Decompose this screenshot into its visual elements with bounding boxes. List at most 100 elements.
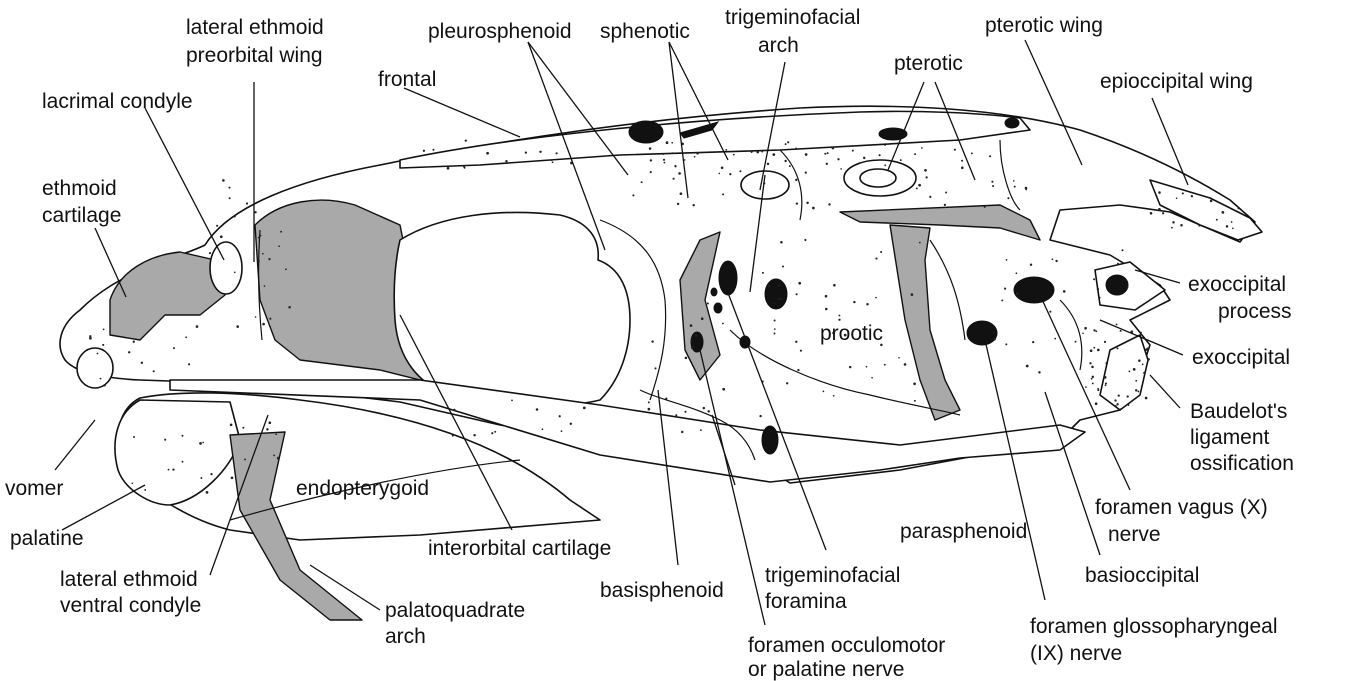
stipple-dot — [648, 401, 650, 403]
stipple-dot — [795, 148, 797, 150]
stipple-dot — [832, 147, 835, 150]
stipple-dot — [1222, 211, 1225, 214]
stipple-dot — [1006, 259, 1008, 261]
stipple-dot — [182, 461, 184, 463]
stipple-dot — [674, 165, 676, 167]
stipple-dot — [222, 179, 225, 182]
stipple-dot — [780, 241, 783, 244]
stipple-dot — [266, 428, 268, 430]
stipple-dot — [494, 431, 496, 433]
stipple-dot — [1097, 389, 1099, 391]
stipple-dot — [690, 324, 693, 327]
stipple-dot — [1013, 180, 1015, 182]
stipple-dot — [671, 152, 673, 154]
stipple-dot — [1117, 263, 1119, 265]
stipple-dot — [1075, 341, 1077, 343]
stipple-dot — [762, 272, 764, 274]
label-lateral-ethmoid-ventral-line2: ventral condyle — [60, 594, 201, 617]
stipple-dot — [452, 435, 454, 437]
stipple-dot — [278, 245, 280, 247]
stipple-dot — [1016, 272, 1018, 274]
stipple-dot — [220, 235, 223, 238]
stipple-dot — [285, 268, 287, 270]
label-lacrimal-condyle: lacrimal condyle — [42, 90, 193, 113]
stipple-dot — [916, 187, 918, 189]
label-foramen-vagus-line1: foramen vagus (X) — [1095, 496, 1268, 519]
stipple-dot — [1104, 376, 1107, 379]
stipple-dot — [880, 251, 882, 253]
stipple-dot — [884, 144, 886, 146]
stipple-dot — [1180, 224, 1183, 227]
stipple-dot — [666, 141, 669, 144]
stipple-dot — [551, 159, 553, 161]
stipple-dot — [1127, 286, 1129, 288]
stipple-dot — [1032, 341, 1034, 343]
stipple-dot — [694, 156, 696, 158]
stipple-dot — [671, 142, 673, 144]
label-baudelots-line3: ossification — [1190, 452, 1294, 475]
stipple-dot — [662, 153, 664, 155]
stipple-dot — [104, 384, 106, 386]
stipple-dot — [280, 231, 282, 233]
stipple-dot — [804, 239, 806, 241]
stipple-dot — [89, 337, 92, 340]
stipple-dot — [879, 154, 881, 156]
stipple-dot — [1142, 364, 1144, 366]
stipple-dot — [1127, 395, 1129, 397]
label-palatine: palatine — [10, 527, 84, 550]
stipple-dot — [464, 167, 466, 169]
stipple-dot — [913, 382, 916, 385]
stipple-dot — [1105, 382, 1107, 384]
stipple-dot — [838, 319, 840, 321]
stipple-dot — [1137, 390, 1139, 392]
stipple-dot — [701, 317, 704, 320]
stipple-dot — [703, 407, 705, 409]
stipple-dot — [229, 197, 231, 199]
stipple-dot — [1091, 378, 1093, 380]
stipple-dot — [805, 171, 807, 173]
label-ethmoid-cartilage-line2: cartilage — [42, 204, 121, 227]
stipple-dot — [102, 344, 104, 346]
label-prootic: prootic — [820, 322, 883, 345]
stipple-dot — [209, 272, 211, 274]
stipple-dot — [168, 469, 170, 471]
stipple-dot — [1150, 212, 1153, 215]
stipple-dot — [690, 340, 692, 342]
label-pterotic: pterotic — [894, 52, 963, 75]
label-epioccipital-wing: epioccipital wing — [1100, 70, 1253, 93]
stipple-dot — [898, 357, 900, 359]
stipple-dot — [798, 282, 801, 285]
stipple-dot — [651, 340, 653, 342]
stipple-dot — [1105, 384, 1107, 386]
label-baudelots-line2: ligament — [1190, 426, 1270, 449]
stipple-dot — [707, 410, 709, 412]
stipple-dot — [570, 423, 572, 425]
stipple-dot — [825, 295, 828, 298]
stipple-dot — [199, 442, 202, 445]
stipple-dot — [863, 157, 865, 159]
stipple-dot — [944, 204, 946, 206]
stipple-dot — [209, 252, 211, 254]
stipple-dot — [1128, 370, 1130, 372]
stipple-dot — [924, 169, 927, 172]
stipple-dot — [1145, 397, 1148, 400]
stipple-dot — [1084, 327, 1087, 330]
stipple-dot — [1104, 341, 1106, 343]
stipple-dot — [1007, 197, 1009, 199]
stipple-dot — [961, 160, 963, 162]
stipple-dot — [1143, 372, 1146, 375]
stipple-dot — [693, 204, 695, 206]
stipple-dot — [993, 332, 995, 334]
stipple-dot — [1145, 349, 1148, 352]
stipple-dot — [1093, 278, 1095, 280]
stipple-dot — [505, 160, 507, 162]
stipple-dot — [423, 150, 425, 152]
stipple-dot — [773, 303, 775, 305]
stipple-dot — [1085, 386, 1087, 388]
label-trigeminofacial-arch-line1: trigeminofacial — [725, 6, 860, 29]
stipple-dot — [275, 433, 277, 435]
stipple-dot — [242, 427, 244, 429]
stipple-dot — [133, 436, 135, 438]
stipple-dot — [696, 152, 699, 155]
stipple-dot — [774, 328, 776, 330]
